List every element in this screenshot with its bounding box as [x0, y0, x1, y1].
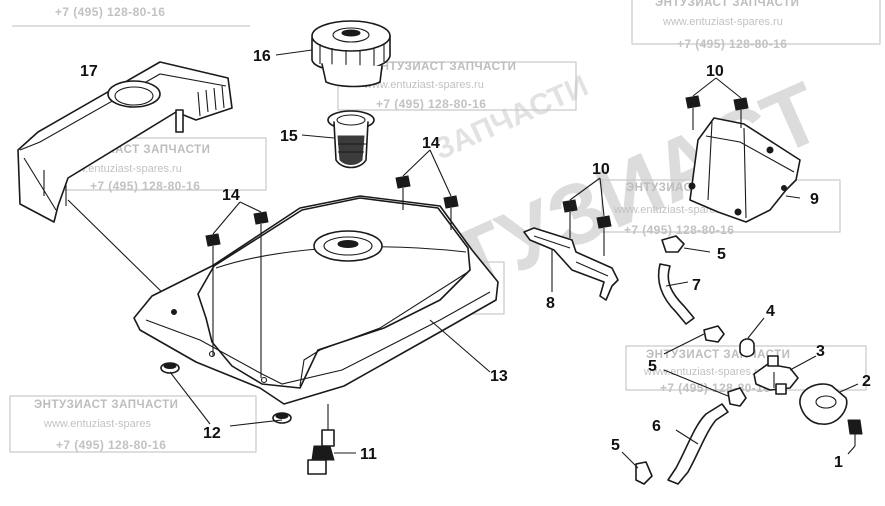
watermark-box-top-right: ЭНТУЗИАСТ ЗАПЧАСТИ www.entuziast-spares.… — [631, 0, 881, 51]
callout-labels: 1 2 3 4 5 5 5 6 7 8 9 10 10 11 12 13 14 … — [80, 48, 871, 471]
callout-3: 3 — [816, 343, 825, 360]
callout-14-right: 14 — [422, 135, 440, 152]
watermark-company: ЭНТУЗИАСТ ЗАПЧАСТИ — [372, 61, 516, 73]
watermark-box-bottom-left: ЭНТУЗИАСТ ЗАПЧАСТИ www.entuziast-spares … — [9, 395, 257, 453]
part-15-fuel-strainer — [301, 110, 375, 169]
part-14-bolts — [205, 149, 459, 378]
callout-11: 11 — [360, 446, 377, 463]
part-16-fuel-cap — [275, 20, 391, 88]
callout-6: 6 — [652, 418, 661, 435]
watermark-site: www.entuziast-spares.ru — [662, 16, 783, 28]
watermark-box-top-left: +7 (495) 128-80-16 — [12, 5, 250, 27]
part-9-bracket — [688, 117, 801, 223]
callout-13: 13 — [490, 368, 508, 385]
callout-16: 16 — [253, 48, 271, 65]
watermark-box-top-center: ЭНТУЗИАСТ ЗАПЧАСТИ www.entuziast-spares.… — [337, 61, 577, 111]
callout-5-middle: 5 — [648, 358, 657, 375]
part-2-sediment-bowl — [799, 383, 859, 425]
callout-14-left: 14 — [222, 187, 240, 204]
bolt — [205, 233, 221, 268]
watermark-site-partial: www.entuziast-spares — [43, 418, 151, 430]
part-11-drain-fitting — [307, 404, 356, 475]
watermark-phone: +7 (495) 128-80-16 — [660, 381, 770, 395]
bolt — [443, 195, 459, 230]
part-3-fuel-valve — [753, 355, 817, 395]
part-4-washer — [739, 317, 765, 358]
callout-17: 17 — [80, 63, 98, 80]
watermark-phone: +7 (495) 128-80-16 — [376, 97, 486, 111]
watermark-company: ЭНТУЗИАСТ ЗАПЧАСТИ — [34, 399, 178, 411]
callout-4: 4 — [766, 303, 775, 320]
callout-5-lower: 5 — [611, 437, 620, 454]
part-10-bolts-lower — [562, 177, 612, 256]
watermark-phone: +7 (495) 128-80-16 — [55, 5, 165, 19]
part-13-fuel-tank — [133, 195, 499, 405]
callout-15: 15 — [280, 128, 298, 145]
watermark-phone: +7 (495) 128-80-16 — [677, 37, 787, 51]
watermark-company: ЭНТУЗИАСТ ЗАПЧАСТИ — [655, 0, 799, 9]
callout-9: 9 — [810, 191, 819, 208]
watermark-site: www.entuziast-spares.ru — [613, 204, 734, 216]
callout-10-lower: 10 — [592, 161, 610, 178]
callout-7: 7 — [692, 277, 701, 294]
bolt — [395, 175, 411, 210]
callout-8: 8 — [546, 295, 555, 312]
callout-10-upper: 10 — [706, 63, 724, 80]
callout-2: 2 — [862, 373, 871, 390]
watermark-phone: +7 (495) 128-80-16 — [56, 438, 166, 452]
part-8-bracket — [523, 227, 619, 301]
part-1-screw — [847, 419, 863, 455]
part-10-bolts-upper — [685, 77, 749, 130]
watermark-site: www.entuziast-spares.ru — [643, 366, 764, 378]
watermark-phone: +7 (495) 128-80-16 — [624, 223, 734, 237]
callout-12: 12 — [203, 425, 221, 442]
callout-5-upper: 5 — [717, 246, 726, 263]
watermark-site: www.entuziast-spares.ru — [61, 163, 182, 175]
part-12-rubber-mounts — [160, 362, 292, 427]
part-7-fuel-hose — [657, 263, 695, 325]
part-5-clamps — [621, 235, 747, 485]
part-6-fuel-hose — [667, 403, 729, 485]
watermark-phone: +7 (495) 128-80-16 — [90, 179, 200, 193]
part-17-tank-cover — [17, 61, 233, 301]
bolt — [253, 211, 269, 246]
callout-1: 1 — [834, 454, 843, 471]
watermark-site: www.entuziast-spares.ru — [363, 79, 484, 91]
